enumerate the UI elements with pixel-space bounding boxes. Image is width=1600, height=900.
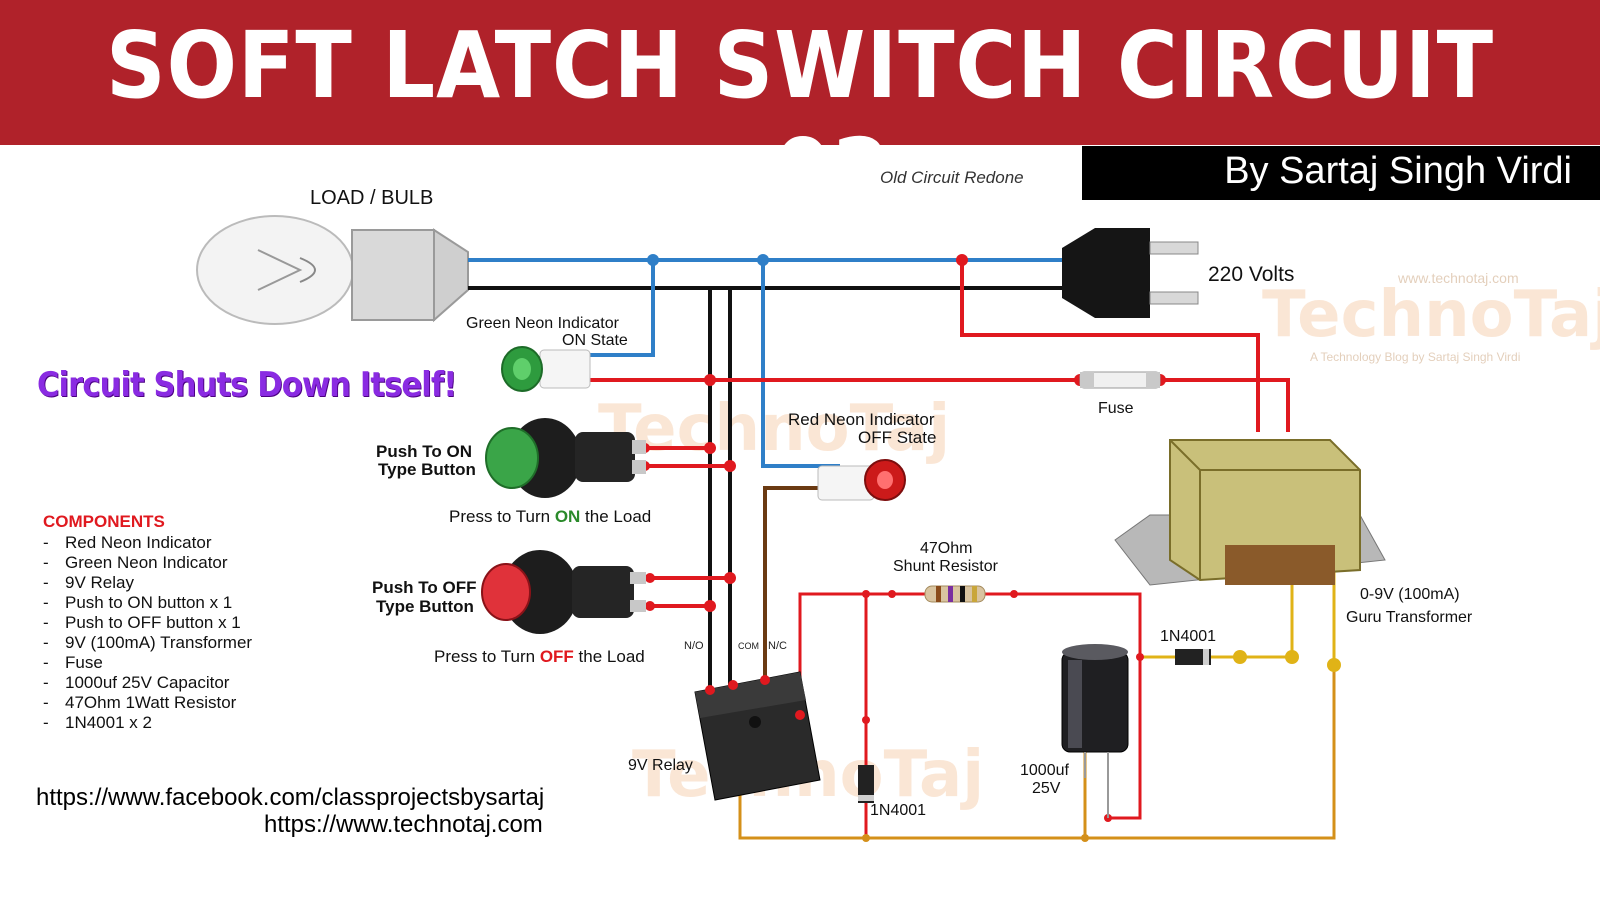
- press-off-instruction: Press to Turn OFF the Load: [434, 647, 645, 666]
- list-item: -Push to OFF button x 1: [43, 613, 241, 632]
- press-on-instruction: Press to Turn ON the Load: [449, 507, 652, 526]
- wire-blue-red-neon: [761, 260, 840, 468]
- resistor-type-label: Shunt Resistor: [893, 558, 998, 575]
- diode-top: [1175, 649, 1211, 665]
- relay-pin-com: COM: [738, 641, 759, 651]
- red-neon-indicator: [817, 459, 906, 501]
- load-label: LOAD / BULB: [310, 187, 434, 209]
- wire-red-resistor-loop: [798, 592, 1142, 820]
- wire-red-mains: [960, 260, 1260, 432]
- relay-pin-no: N/O: [684, 640, 704, 652]
- fuse: [1079, 371, 1161, 389]
- watermark-brand: TechnoTaj: [1262, 278, 1600, 352]
- list-item: -9V Relay: [43, 573, 134, 592]
- list-item: -Red Neon Indicator: [43, 533, 212, 552]
- facebook-link[interactable]: https://www.facebook.com/classprojectsby…: [36, 784, 545, 811]
- list-item: -Push to ON button x 1: [43, 593, 233, 612]
- red-neon-label: Red Neon Indicator: [788, 410, 935, 429]
- relay-label: 9V Relay: [628, 757, 693, 774]
- push-off-label: Push To OFF: [372, 578, 477, 597]
- diode-bottom-label: 1N4001: [870, 802, 927, 819]
- components-list: -Red Neon Indicator -Green Neon Indicato…: [43, 533, 252, 733]
- author-label: By Sartaj Singh Virdi: [1224, 150, 1572, 192]
- mains-plug: [1062, 228, 1199, 318]
- headline: Circuit Shuts Down Itself!: [37, 365, 457, 405]
- wire-blue-green-neon: [590, 260, 655, 357]
- transformer-type-label: Guru Transformer: [1346, 609, 1473, 626]
- subtitle: Old Circuit Redone: [880, 168, 1024, 187]
- title-banner: [0, 0, 1600, 145]
- diode-bottom: [858, 765, 874, 803]
- list-item: -1N4001 x 2: [43, 713, 152, 732]
- author-banner: [1082, 146, 1600, 200]
- capacitor: [1061, 644, 1129, 818]
- resistor-value-label: 47Ohm: [920, 540, 973, 557]
- transformer: [1114, 439, 1386, 586]
- website-link[interactable]: https://www.technotaj.com: [264, 811, 543, 838]
- fuse-label: Fuse: [1098, 400, 1134, 417]
- list-item: -Fuse: [43, 653, 103, 672]
- wire-red-fuse-out: [1160, 378, 1290, 432]
- transformer-rating-label: 0-9V (100mA): [1360, 586, 1460, 603]
- capacitor-value-label: 1000uf: [1020, 762, 1069, 779]
- relay: [694, 671, 821, 801]
- watermark-tagline: A Technology Blog by Sartaj Singh Virdi: [1310, 350, 1521, 364]
- relay-pin-nc: N/C: [768, 640, 787, 652]
- shunt-resistor: [924, 585, 986, 603]
- components-heading: COMPONENTS: [43, 512, 165, 531]
- list-item: -9V (100mA) Transformer: [43, 633, 253, 652]
- push-off-type-label: Type Button: [376, 597, 474, 616]
- capacitor-voltage-label: 25V: [1032, 780, 1061, 797]
- watermark-brand-2: TechnoTaj: [598, 392, 951, 466]
- green-neon-state-label: ON State: [562, 332, 628, 349]
- list-item: -47Ohm 1Watt Resistor: [43, 693, 237, 712]
- wire-orange-ground: [738, 665, 1336, 840]
- list-item: -Green Neon Indicator: [43, 553, 228, 572]
- push-off-button: [481, 550, 646, 634]
- green-neon-indicator: [501, 346, 591, 392]
- green-neon-label: Green Neon Indicator: [466, 315, 619, 332]
- push-on-type-label: Type Button: [378, 460, 476, 479]
- light-bulb: [196, 215, 469, 325]
- red-neon-state-label: OFF State: [858, 428, 937, 447]
- wire-brown-nc: [763, 486, 840, 690]
- push-on-button: [485, 418, 646, 498]
- list-item: -1000uf 25V Capacitor: [43, 673, 230, 692]
- page-title: SOFT LATCH SWITCH CIRCUIT - 02: [106, 12, 1494, 226]
- diode-top-label: 1N4001: [1160, 628, 1217, 645]
- mains-voltage-label: 220 Volts: [1208, 263, 1295, 286]
- watermark-url: www.technotaj.com: [1398, 270, 1519, 286]
- push-on-label: Push To ON: [376, 442, 473, 461]
